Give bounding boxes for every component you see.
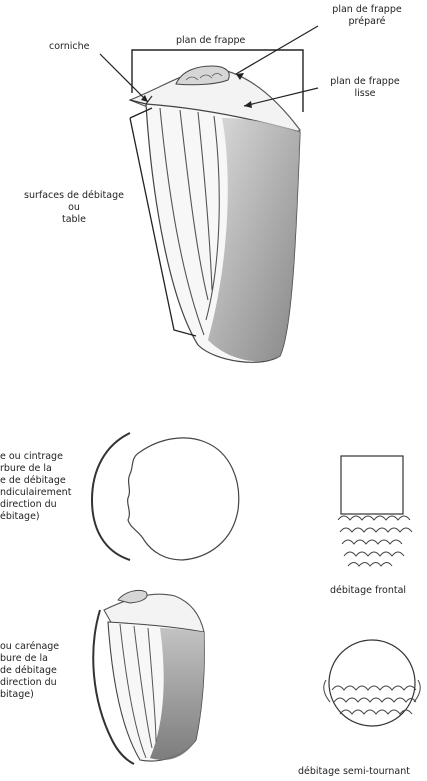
label-line: table: [16, 214, 132, 226]
label-plan-de-frappe-lisse: plan de frappe lisse: [320, 76, 410, 100]
cintrage-section: [128, 438, 239, 560]
label-line: bitage): [0, 689, 59, 701]
arrow-plan-prepare: [236, 26, 318, 80]
semi-tournant-diagram: [324, 640, 421, 726]
label-line: ou carénage: [0, 641, 59, 653]
label-line: surfaces de débitage: [16, 190, 132, 202]
label-line: de débitage: [0, 665, 59, 677]
label-line: e de débitage: [0, 475, 71, 487]
label-line: e ou cintrage: [0, 451, 71, 463]
frontal-diagram: [338, 456, 412, 566]
label-line: lisse: [320, 88, 410, 100]
label-line: préparé: [322, 16, 412, 28]
cintrage-curve: [92, 433, 130, 560]
label-corniche: corniche: [49, 41, 90, 53]
label-surfaces-de-debitage: surfaces de débitage ou table: [16, 190, 132, 226]
label-line: plan de frappe: [322, 4, 412, 16]
cintrage-diagram: [92, 433, 239, 560]
carenage-core: [93, 590, 204, 764]
label-line: direction du: [0, 677, 59, 689]
label-line: rbure de la: [0, 463, 71, 475]
frontal-scales: [338, 516, 412, 566]
label-line: direction du: [0, 499, 71, 511]
label-line: ou: [16, 202, 132, 214]
label-line: ébitage): [0, 511, 71, 523]
main-core: [100, 26, 318, 362]
arrow-corniche: [100, 54, 148, 102]
label-line: bure de la: [0, 653, 59, 665]
label-carenage: ou carénage bure de la de débitage direc…: [0, 641, 59, 701]
frontal-block: [341, 456, 403, 514]
label-line: ndiculairement: [0, 487, 71, 499]
label-debitage-frontal: débitage frontal: [330, 585, 406, 597]
label-debitage-semi-tournant: débitage semi-tournant: [298, 766, 410, 778]
semi-tournant-circle: [329, 640, 415, 726]
label-cintrage: e ou cintrage rbure de la e de débitage …: [0, 451, 71, 523]
label-plan-de-frappe: plan de frappe: [176, 35, 245, 47]
label-plan-de-frappe-prepare: plan de frappe préparé: [322, 4, 412, 28]
label-line: plan de frappe: [320, 76, 410, 88]
